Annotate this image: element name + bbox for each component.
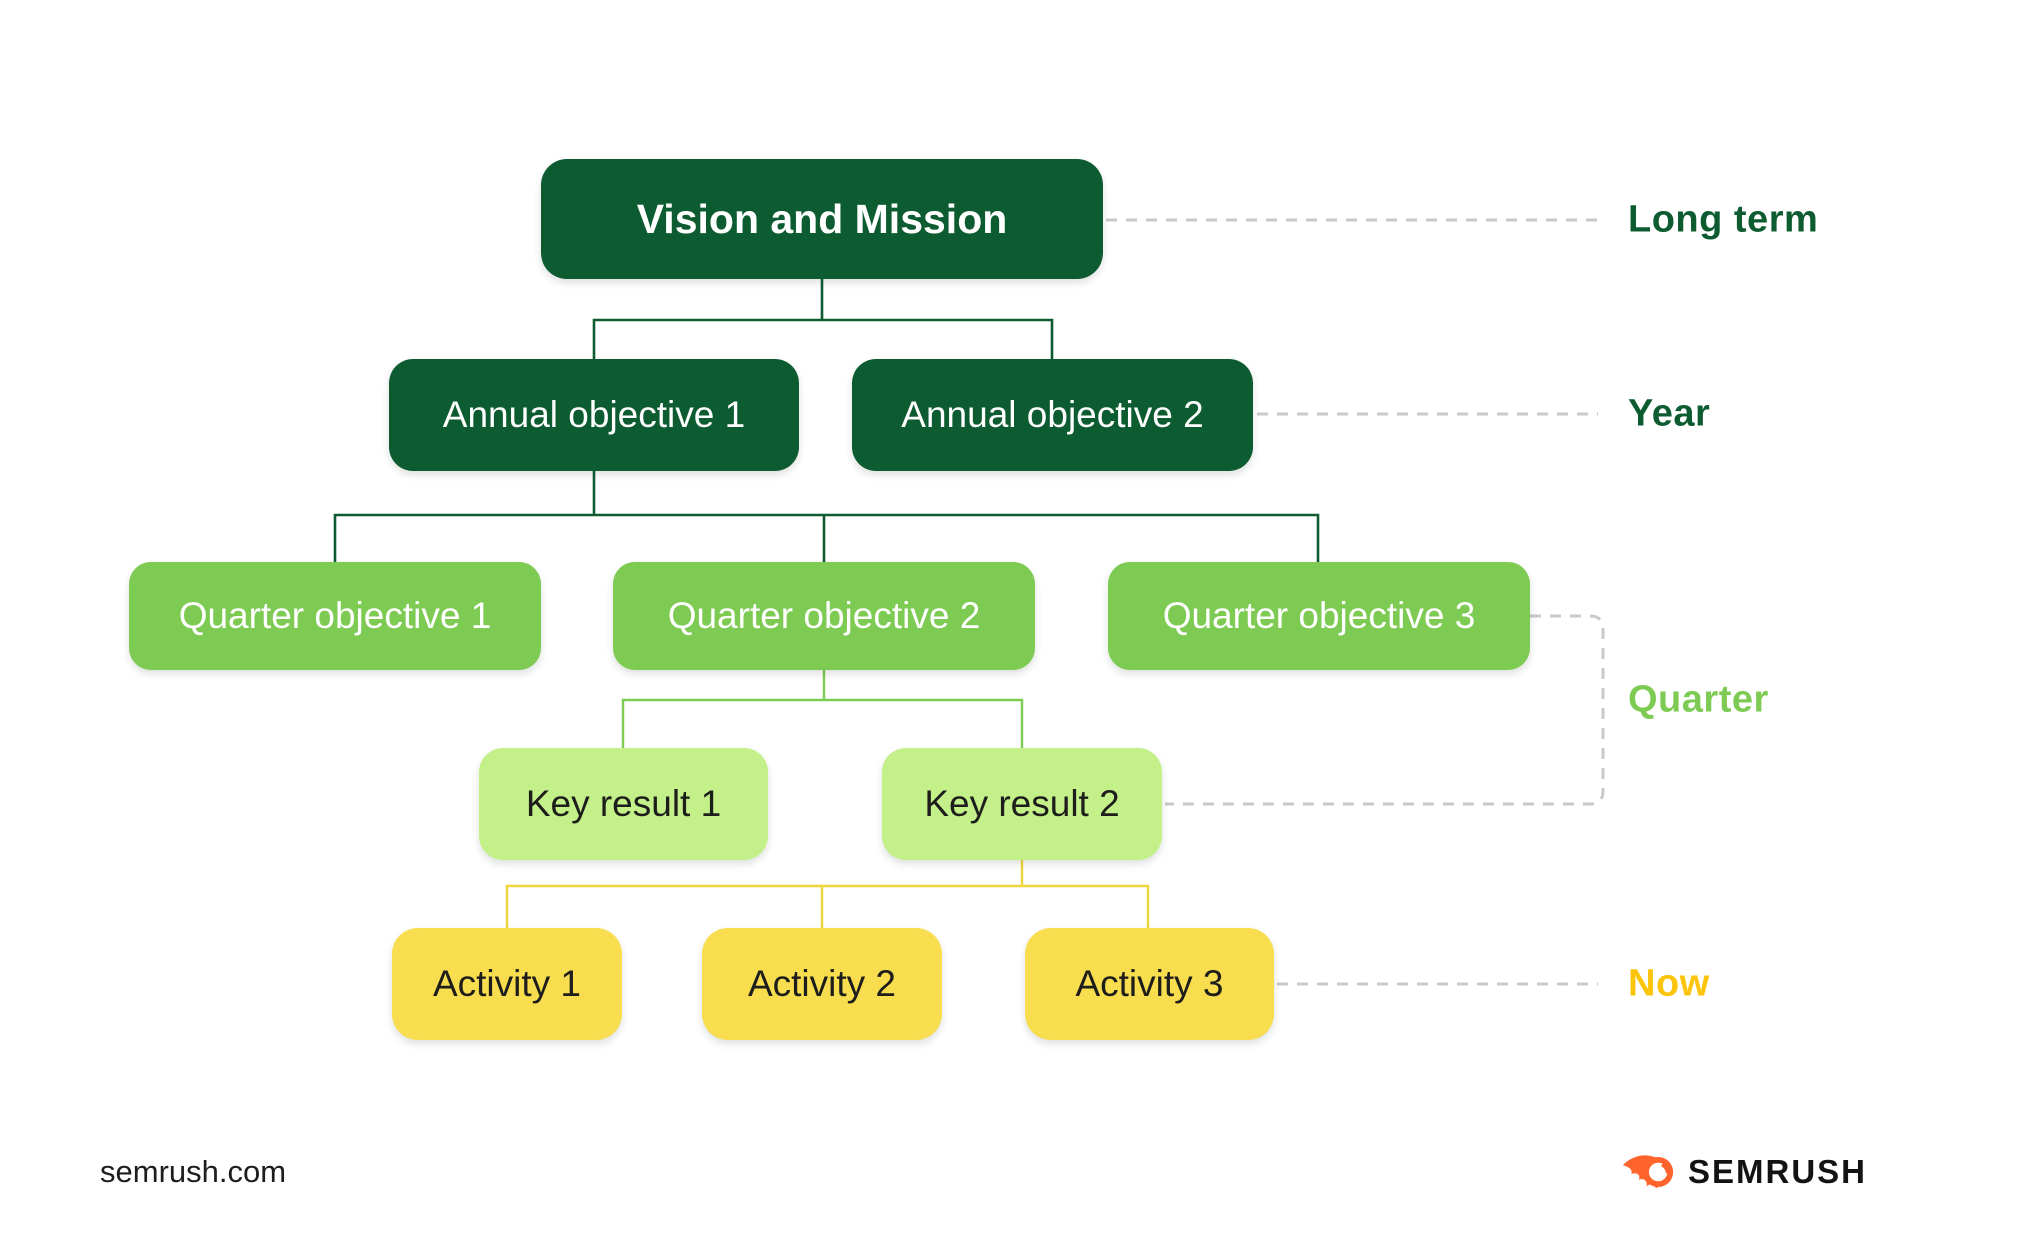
connector-quarter2-to-keyresults (621, 662, 1024, 748)
website-url: semrush.com (100, 1154, 287, 1189)
semrush-wordmark: SEMRUSH (1688, 1153, 1868, 1190)
timeline-label-year: Year (1628, 392, 1711, 435)
timeline-label-now: Now (1628, 962, 1710, 1005)
connector-vision-to-annual (592, 279, 1054, 359)
node-quarter-objective-3: Quarter objective 3 (1108, 562, 1530, 670)
semrush-logo-icon (1622, 1155, 1674, 1189)
dashed-leader-quarter (1165, 614, 1605, 806)
semrush-logo: SEMRUSH (1621, 1151, 1867, 1193)
connector-annual1-to-quarters (333, 471, 1320, 562)
node-annual-objective-2: Annual objective 2 (852, 359, 1253, 471)
node-quarter-objective-1: Quarter objective 1 (129, 562, 541, 670)
connector-keyresult2-to-activities (505, 860, 1150, 928)
node-annual-objective-1: Annual objective 1 (389, 359, 799, 471)
node-activity-3: Activity 3 (1025, 928, 1274, 1040)
node-key-result-1: Key result 1 (479, 748, 768, 860)
timeline-label-quarter: Quarter (1628, 678, 1769, 721)
node-vision-and-mission: Vision and Mission (541, 159, 1103, 279)
node-quarter-objective-2: Quarter objective 2 (613, 562, 1035, 670)
node-key-result-2: Key result 2 (882, 748, 1162, 860)
timeline-label-long-term: Long term (1628, 198, 1819, 241)
node-activity-1: Activity 1 (392, 928, 622, 1040)
node-activity-2: Activity 2 (702, 928, 942, 1040)
